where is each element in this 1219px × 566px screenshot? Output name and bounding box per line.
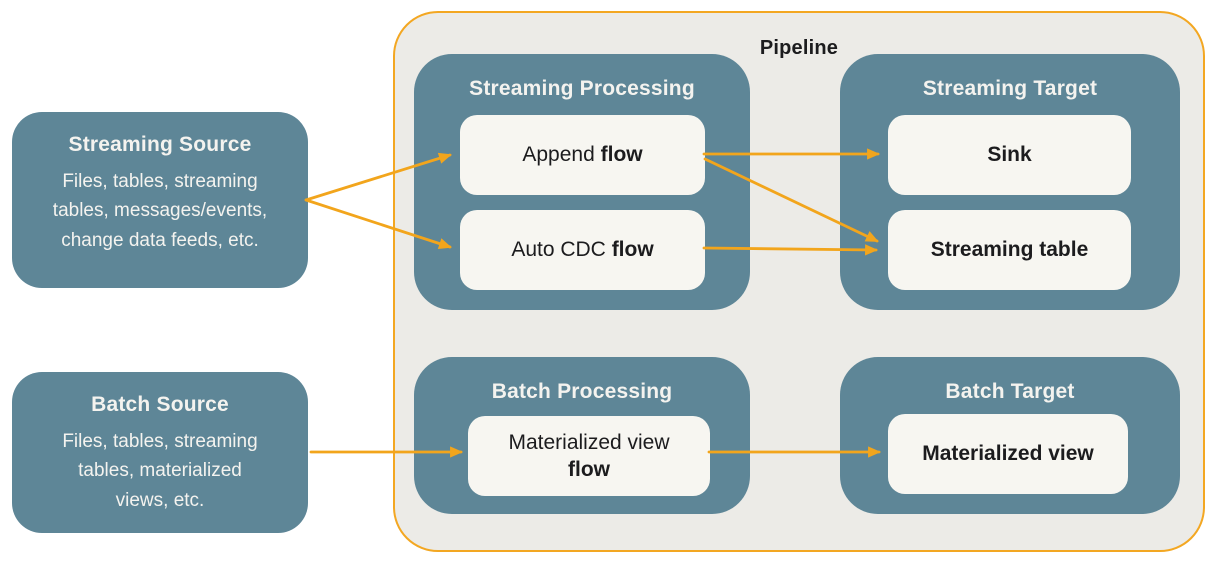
streaming-table-label: Streaming table [931,236,1089,263]
node-label-bold: Sink [987,143,1032,167]
materialized-view-flow-node: Materialized view flow [468,416,710,496]
streaming-target-title: Streaming Target [922,77,1098,100]
node-label-bold: flow [600,143,643,167]
node-label-bold: Streaming table [930,238,1089,262]
materialized-view-flow-label: Materialized view flow [508,429,669,484]
materialized-view-label: Materialized view [922,440,1094,467]
batch-processing-title: Batch Processing [491,380,673,403]
streaming-processing-title: Streaming Processing [469,77,695,100]
materialized-view-node: Materialized view [888,414,1128,494]
node-label-text: Append [522,143,601,167]
node-label-text: Auto CDC [511,238,612,262]
auto-cdc-flow-node: Auto CDC flow [460,210,705,290]
batch-target-title: Batch Target [945,380,1075,403]
pipeline-container: Pipeline Streaming Processing Append flo… [393,11,1205,552]
streaming-source-description: Files, tables, streaming tables, message… [52,171,268,251]
streaming-target-group: Streaming Target Sink Streaming table [840,54,1180,310]
batch-processing-group: Batch Processing Materialized view flow [414,357,750,514]
append-flow-node: Append flow [460,115,705,195]
batch-target-group: Batch Target Materialized view [840,357,1180,514]
streaming-table-node: Streaming table [888,210,1131,290]
auto-cdc-flow-label: Auto CDC flow [511,236,653,263]
append-flow-label: Append flow [522,141,642,168]
batch-source-box: Batch Source Files, tables, streaming ta… [12,372,308,533]
node-label-text: Materialized view [508,430,670,454]
streaming-source-box: Streaming Source Files, tables, streamin… [12,112,308,288]
pipeline-title: Pipeline [759,37,839,59]
node-label-bold: flow [611,238,654,262]
sink-node: Sink [888,115,1131,195]
node-label-bold: flow [568,458,610,481]
sink-label: Sink [987,141,1031,168]
streaming-processing-group: Streaming Processing Append flow Auto CD… [414,54,750,310]
streaming-source-title: Streaming Source [68,133,252,156]
node-label-bold: Materialized view [922,442,1094,466]
batch-source-title: Batch Source [91,393,229,416]
batch-source-description: Files, tables, streaming tables, materia… [62,431,258,511]
